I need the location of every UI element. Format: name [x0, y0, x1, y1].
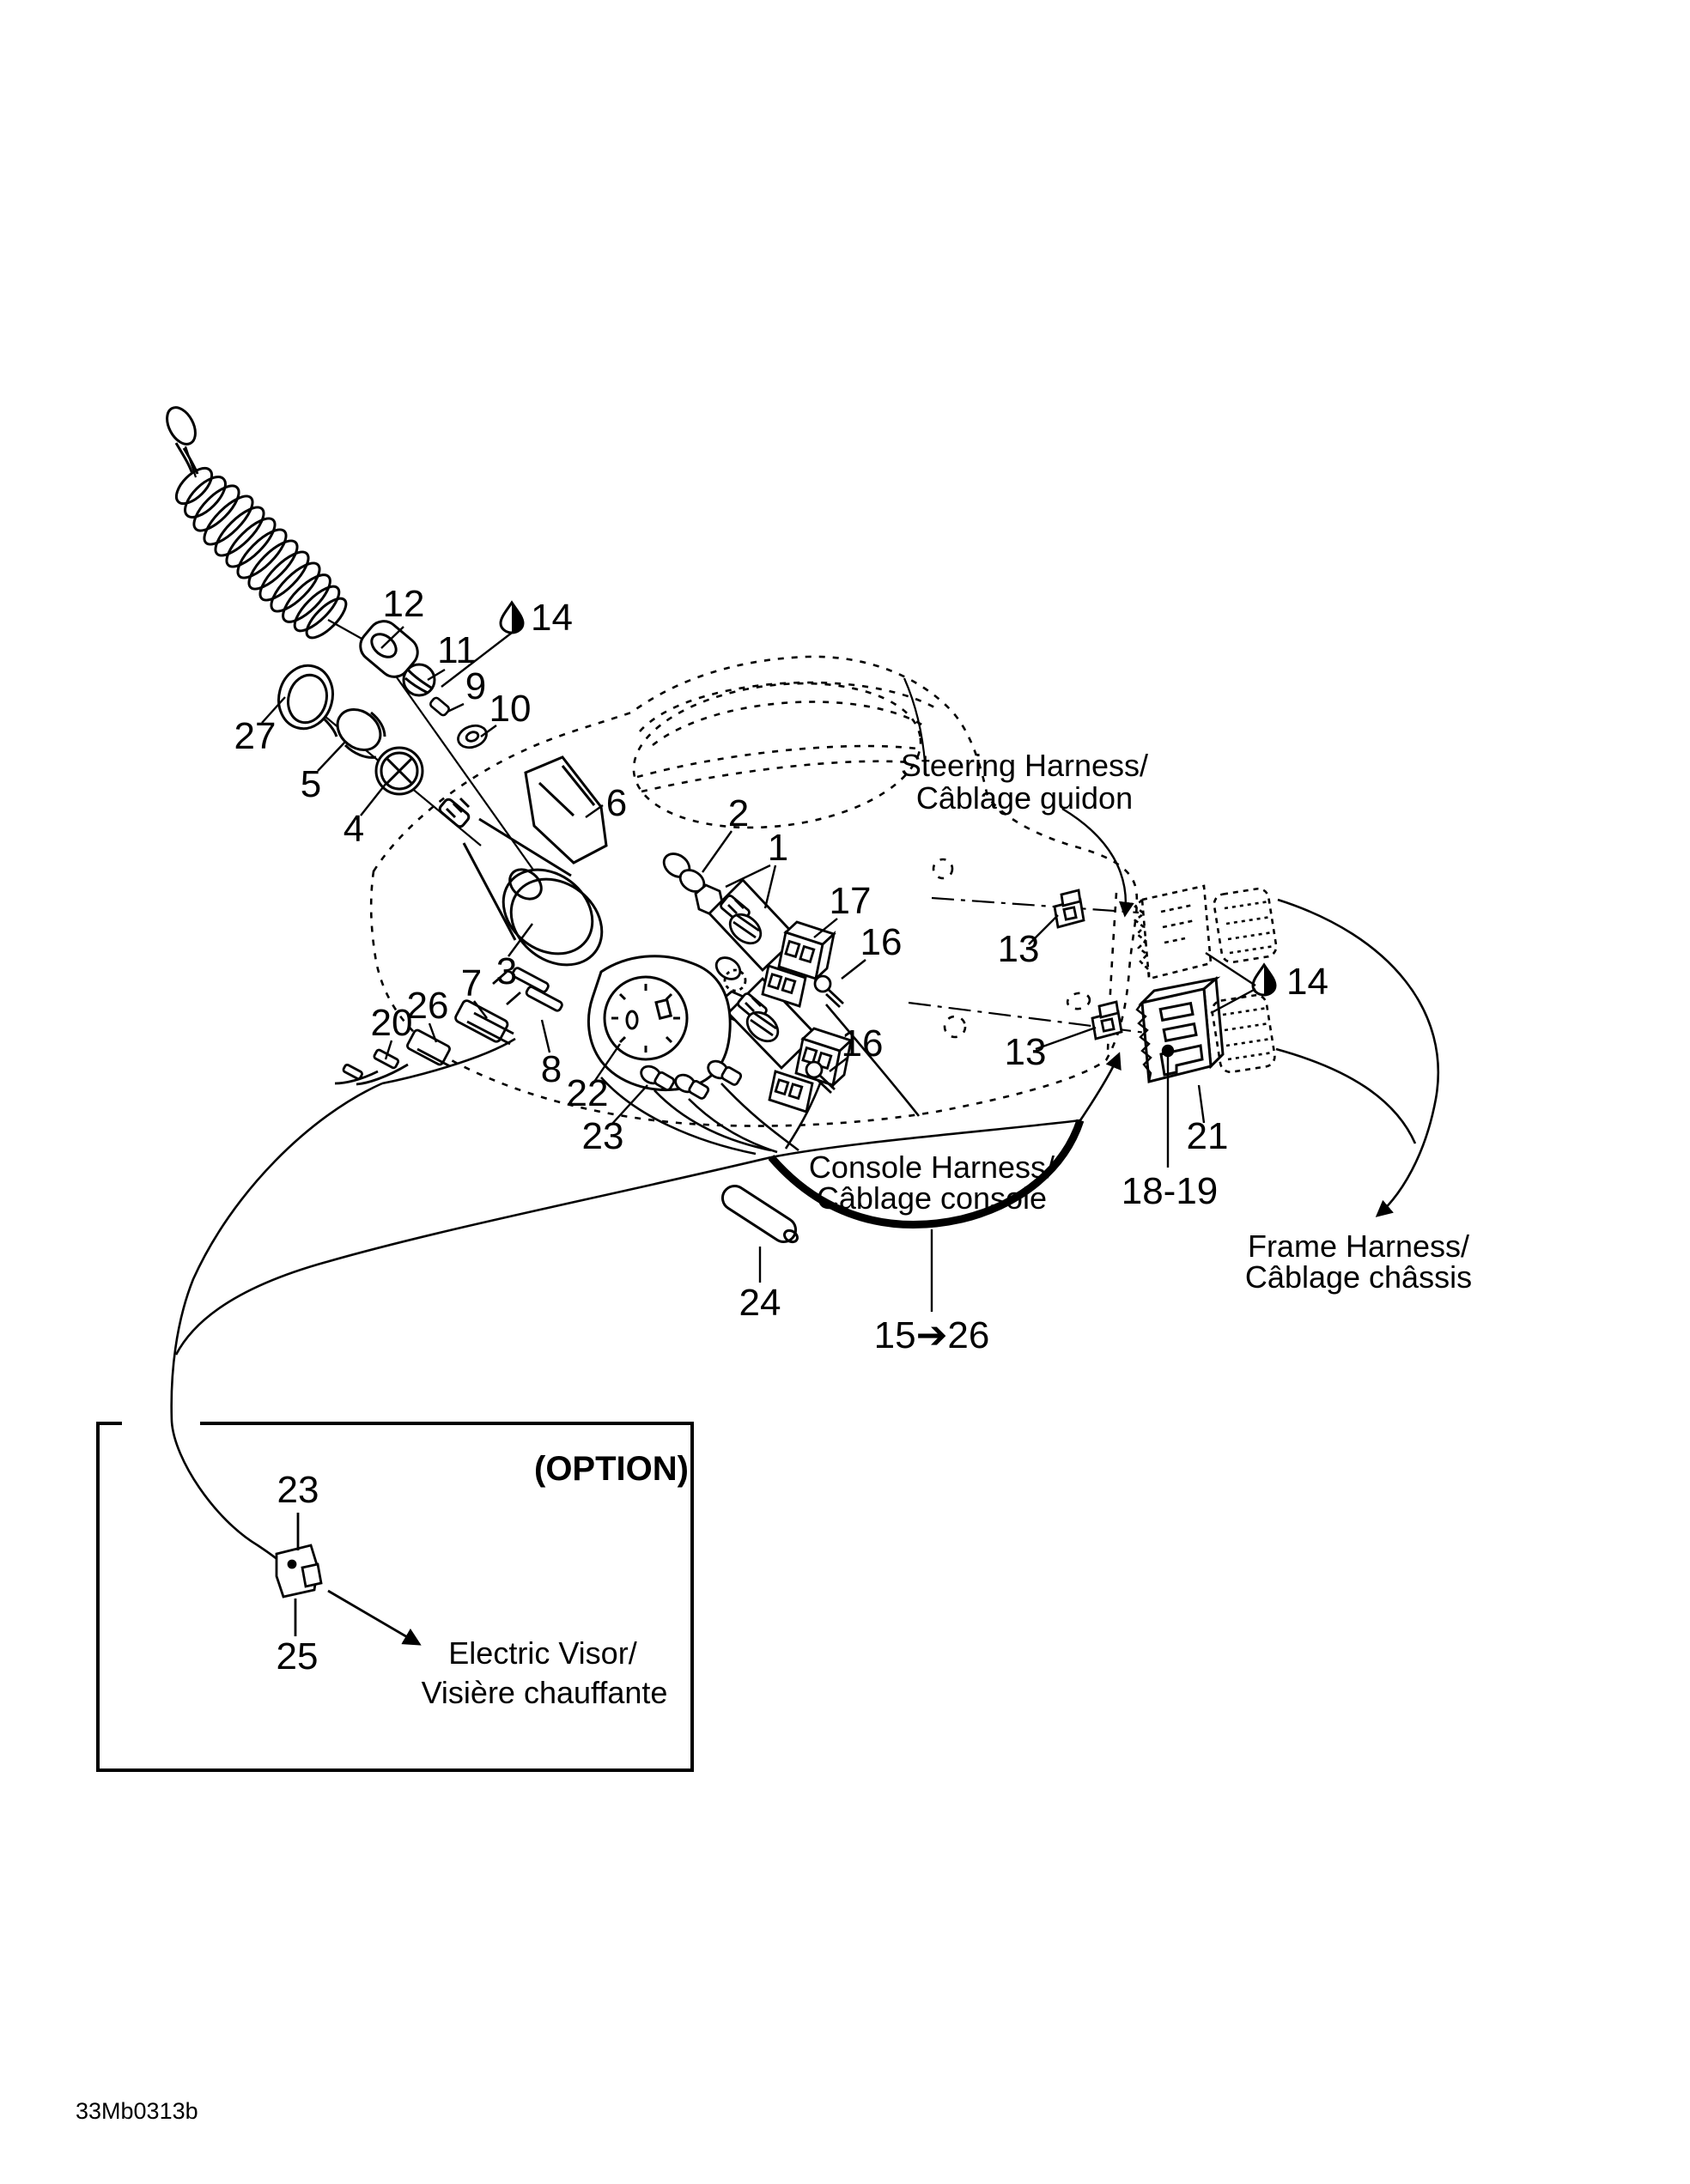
option-box-title: (OPTION) [534, 1450, 689, 1488]
callout-22: 22 [567, 1072, 609, 1114]
callout-18-19: 18-19 [1122, 1170, 1219, 1212]
callout-21: 21 [1187, 1115, 1229, 1157]
cap-part-4 [374, 746, 424, 796]
callout-25-option: 25 [277, 1635, 319, 1677]
callout-9: 9 [465, 665, 486, 707]
tube-part-24 [720, 1184, 799, 1244]
screw-16-upper [813, 974, 844, 1009]
callout-range-15-26: 15➔26 [874, 1314, 990, 1356]
windshield-line [903, 677, 927, 775]
option-visor-connector [275, 1513, 422, 1646]
steering-connector-pair [1133, 884, 1278, 980]
visor-wire [170, 1082, 383, 1563]
clamp-13-upper [1053, 889, 1085, 929]
knob-part-11 [402, 663, 436, 697]
pin-part-8a [511, 967, 550, 993]
callout-14-top: 14 [531, 597, 573, 639]
frame-connector-pair [1135, 975, 1276, 1083]
option-box [96, 1422, 694, 1772]
grease-droplet-icon-top [499, 600, 525, 634]
connector-part-26 [406, 1028, 451, 1066]
callout-7: 7 [461, 962, 482, 1004]
label-electric-visor-fr: Visière chauffante [422, 1675, 668, 1710]
frame-harness-curve-upper [1277, 898, 1440, 1217]
callout-4: 4 [343, 808, 364, 850]
callout-26: 26 [407, 985, 449, 1027]
callout-23-main: 23 [582, 1115, 624, 1157]
callout-13-upper: 13 [998, 928, 1040, 970]
switch-assembly [662, 852, 854, 1113]
callout-10: 10 [489, 688, 532, 730]
boot-part-6 [524, 755, 608, 864]
callout-17: 17 [830, 880, 872, 922]
callout-14-right: 14 [1286, 961, 1328, 1003]
callout-11: 11 [437, 629, 477, 671]
callout-16-lower: 16 [842, 1022, 884, 1065]
label-console-harness-fr: Câblage console [817, 1180, 1047, 1216]
callout-20: 20 [371, 1002, 413, 1044]
tether-cord [166, 406, 348, 640]
callout-27: 27 [234, 715, 277, 757]
washer-part-10 [457, 724, 488, 749]
gauge-part-22 [587, 955, 732, 1092]
pin-part-9 [429, 696, 450, 717]
explosion-axes [184, 446, 550, 894]
callout-3: 3 [496, 950, 517, 992]
phantom-centerlines [908, 896, 1146, 1034]
callout-13-lower: 13 [1005, 1031, 1047, 1073]
label-steering-harness-fr: Câblage guidon [916, 780, 1133, 816]
figure-code: 33Mb0313b [76, 2098, 198, 2124]
grommet-part-5 [336, 708, 386, 759]
callout-12: 12 [383, 583, 425, 625]
bulb-sockets-23 [640, 1059, 743, 1100]
console-harness-thick-loop [768, 1119, 1085, 1228]
harness-wires [170, 898, 1440, 1563]
grease-droplet-icon-right [1251, 962, 1277, 997]
callout-1: 1 [768, 827, 788, 869]
label-steering-harness-en: Steering Harness/ [901, 748, 1148, 783]
screw-16-lower [805, 1060, 836, 1095]
callout-6: 6 [606, 782, 627, 824]
label-frame-harness-fr: Câblage châssis [1245, 1259, 1472, 1295]
callout-8: 8 [541, 1048, 562, 1090]
label-frame-harness-en: Frame Harness/ [1248, 1228, 1469, 1264]
leader-lines [261, 626, 1256, 1312]
connector-part-7 [454, 999, 509, 1043]
callout-24: 24 [739, 1282, 781, 1324]
label-electric-visor-en: Electric Visor/ [448, 1635, 636, 1671]
connector-row [334, 967, 563, 1086]
callout-16-upper: 16 [860, 921, 903, 963]
pin-part-8b [525, 986, 563, 1012]
clamp-13-lower [1091, 1000, 1123, 1040]
ring-part-27 [277, 664, 338, 737]
callout-2: 2 [728, 792, 749, 834]
callout-5: 5 [301, 763, 321, 805]
callout-23-option: 23 [277, 1469, 319, 1511]
pin-terminal-small [342, 1063, 363, 1080]
label-console-harness-en: Console Harness/ [809, 1150, 1055, 1185]
